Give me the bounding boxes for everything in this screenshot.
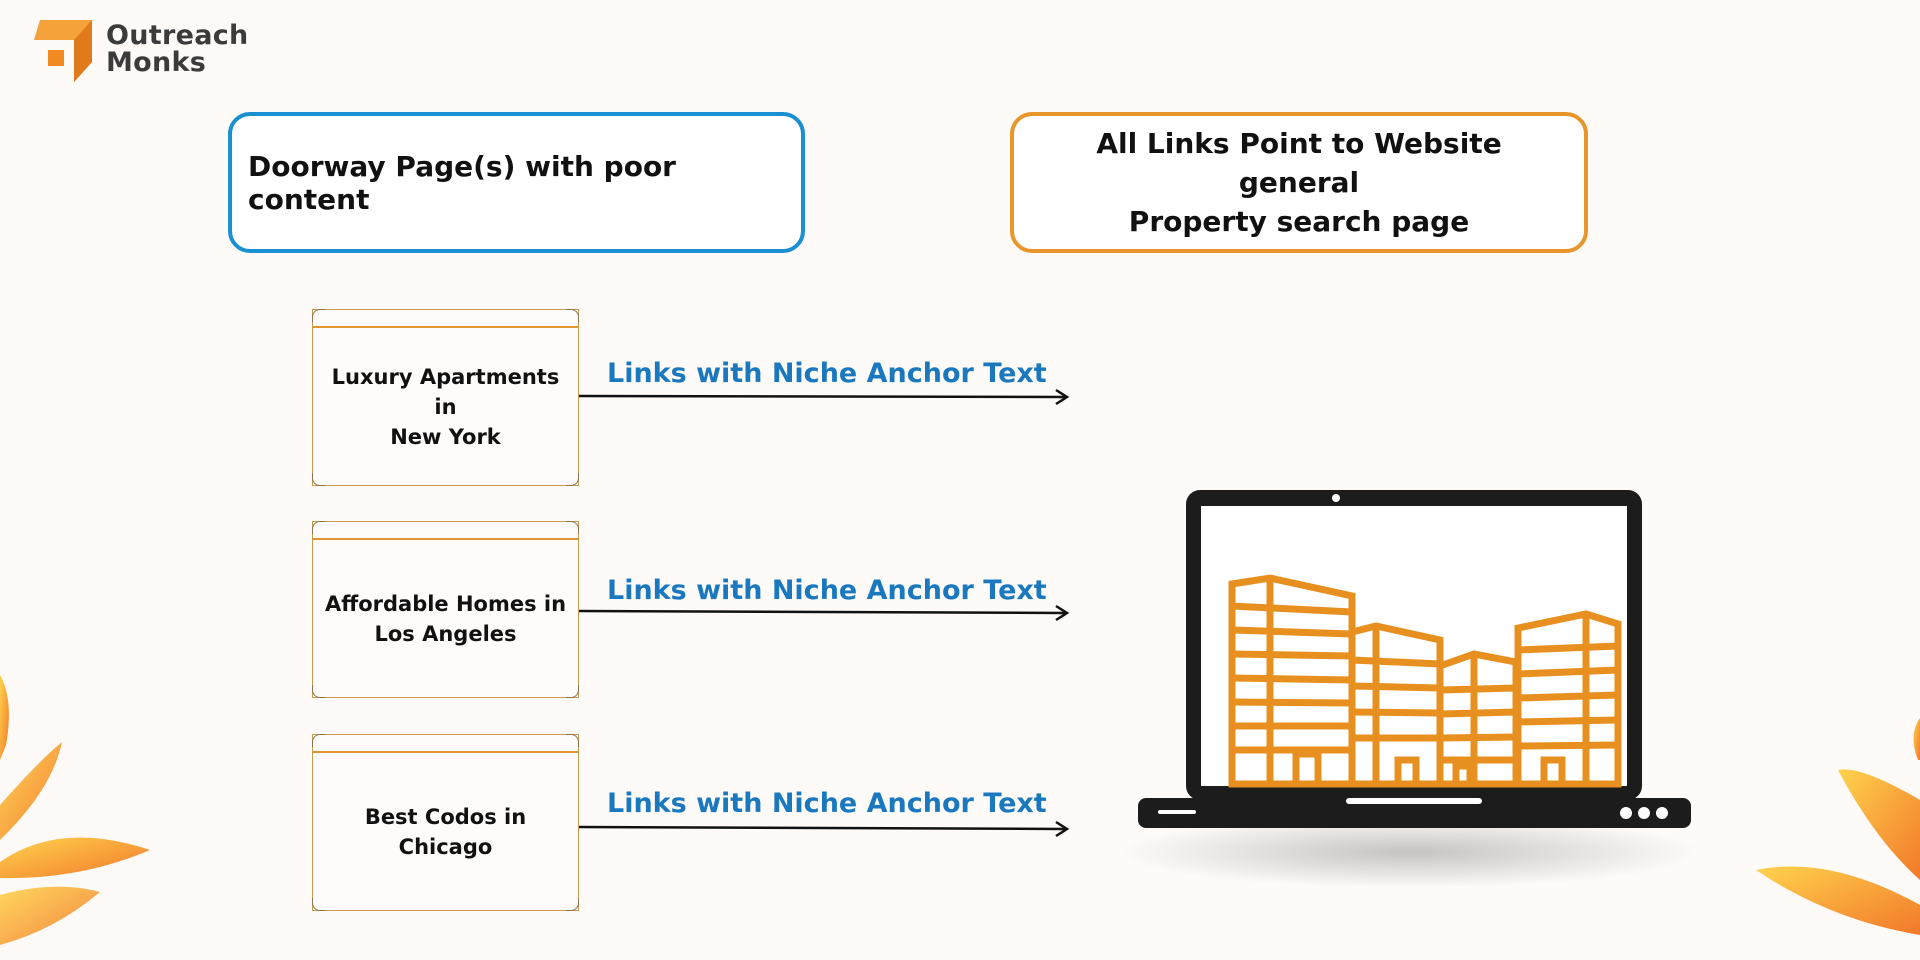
brand-name-line2: Monks	[106, 47, 207, 78]
laptop-camera	[1332, 494, 1340, 502]
doorway-page-card-chicago: Best Codos in Chicago	[312, 734, 579, 911]
buildings-icon	[1228, 574, 1622, 788]
card-top-bar	[313, 751, 578, 753]
target-page-title-line2: Property search page	[1128, 205, 1470, 238]
card-title-line1: Best Codos in	[364, 804, 527, 829]
card-title-line1: Luxury Apartments in	[331, 364, 560, 419]
card-title-line2: New York	[390, 424, 501, 449]
laptop-dot-3	[1656, 807, 1668, 819]
logo-mark-icon	[34, 20, 92, 82]
target-page-title-line1: All Links Point to Website general	[1096, 127, 1502, 199]
doorway-pages-header: Doorway Page(s) with poor content	[228, 112, 805, 253]
brand-logo: Outreach Monks	[34, 20, 284, 90]
link-label-1: Links with Niche Anchor Text	[607, 358, 1047, 389]
laptop-dot-1	[1620, 807, 1632, 819]
laptop-hinge	[1346, 798, 1482, 804]
card-title-line2: Los Angeles	[374, 621, 517, 646]
doorway-page-card-new-york: Luxury Apartments in New York	[312, 309, 579, 486]
card-title-line2: Chicago	[398, 834, 493, 859]
leaves-right	[1756, 718, 1920, 935]
leaves-left	[0, 675, 150, 945]
link-label-3: Links with Niche Anchor Text	[607, 788, 1047, 819]
card-title: Affordable Homes in Los Angeles	[313, 540, 578, 697]
brand-name-line1: Outreach	[106, 20, 249, 51]
card-title: Luxury Apartments in New York	[313, 328, 578, 485]
link-label-2: Links with Niche Anchor Text	[607, 575, 1047, 606]
doorway-pages-title: Doorway Page(s) with poor content	[248, 149, 676, 216]
laptop-base	[1138, 798, 1691, 828]
brand-name: Outreach Monks	[106, 22, 249, 76]
laptop-shadow	[1120, 816, 1700, 888]
card-title: Best Codos in Chicago	[313, 753, 578, 910]
card-top-bar	[313, 326, 578, 328]
laptop-dot-2	[1638, 807, 1650, 819]
target-page-title: All Links Point to Website general Prope…	[1034, 124, 1564, 241]
card-title-line1: Affordable Homes in	[324, 591, 567, 616]
laptop-indicator	[1158, 810, 1196, 814]
target-page-header: All Links Point to Website general Prope…	[1010, 112, 1588, 253]
doorway-page-card-los-angeles: Affordable Homes in Los Angeles	[312, 521, 579, 698]
card-top-bar	[313, 538, 578, 540]
